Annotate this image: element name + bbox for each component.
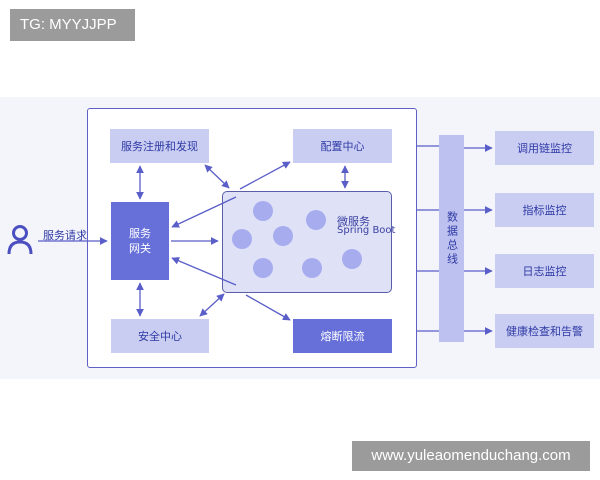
service-registry-box: 服务注册和发现	[110, 129, 209, 163]
service-instance-circle	[273, 226, 293, 246]
watermark-top-left: TG: MYYJJPP	[10, 9, 135, 41]
monitor-box-health: 健康检查和告警	[495, 314, 594, 348]
monitor-box-logs: 日志监控	[495, 254, 594, 288]
gateway-box: 服务 网关	[111, 202, 169, 280]
monitor-box-metrics: 指标监控	[495, 193, 594, 227]
service-instance-circle	[253, 201, 273, 221]
data-bus: 数据总线	[439, 135, 464, 342]
microservice-subtitle: Spring Boot	[337, 225, 396, 236]
micro-breaker-arrow	[245, 294, 291, 321]
gateway-label-line1: 服务	[129, 227, 151, 240]
config-center-box: 配置中心	[293, 129, 392, 163]
service-instance-circle	[306, 210, 326, 230]
gateway-label-line2: 网关	[129, 242, 151, 255]
security-center-box: 安全中心	[111, 319, 209, 353]
registry-micro-arrow	[204, 164, 230, 189]
watermark-bottom-right: www.yuleaomenduchang.com	[352, 441, 590, 471]
service-instance-circle	[342, 249, 362, 269]
micro-gateway-upper-arrow	[171, 196, 237, 228]
security-micro-arrow	[199, 293, 225, 317]
service-instance-circle	[302, 258, 322, 278]
micro-config-arrow	[239, 161, 291, 190]
circuit-breaker-box: 熔断限流	[293, 319, 392, 353]
user-icon	[5, 223, 35, 257]
monitor-box-tracing: 调用链监控	[495, 131, 594, 165]
micro-gateway-lower-arrow	[171, 257, 237, 286]
service-instance-circle	[253, 258, 273, 278]
service-request-label: 服务请求	[43, 229, 87, 242]
microservice-title: 微服务	[337, 215, 370, 228]
data-bus-label: 数据总线	[445, 210, 459, 267]
service-instance-circle	[232, 229, 252, 249]
